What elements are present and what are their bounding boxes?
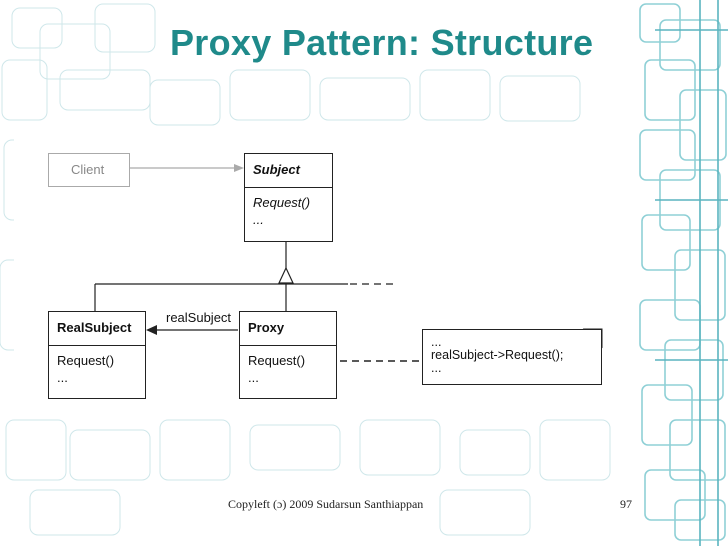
subject-op-request: Request(): [253, 195, 311, 210]
slide-title: Proxy Pattern: Structure: [170, 22, 594, 63]
note-line-3: ...: [431, 361, 442, 375]
proxy-op-request: Request(): [248, 353, 306, 368]
proxy-class-name: Proxy: [240, 312, 336, 346]
slide-footer: Copyleft (ɔ) 2009 Sudarsun Santhiappan: [228, 497, 424, 511]
realsubject-arrowhead: [146, 325, 157, 335]
proxy-op-ellipsis: ...: [248, 370, 259, 385]
page-number: 97: [620, 497, 632, 511]
realsubject-op-ellipsis: ...: [57, 370, 68, 385]
proxy-class: Proxy Request() ...: [239, 311, 337, 399]
realsubject-class: RealSubject Request() ...: [48, 311, 146, 399]
subject-class-name: Subject: [245, 154, 332, 188]
realsubject-association-label: realSubject: [166, 310, 232, 325]
proxy-note: ... realSubject->Request(); ...: [422, 329, 602, 385]
realsubject-class-name: RealSubject: [49, 312, 145, 346]
inheritance-triangle: [278, 266, 294, 284]
note-line-2: realSubject->Request();: [431, 348, 564, 362]
note-line-1: ...: [431, 335, 442, 349]
subject-class: Subject Request() ...: [244, 153, 333, 242]
client-subject-arrowhead: [234, 164, 244, 172]
subject-op-ellipsis: ...: [253, 212, 264, 227]
client-box: Client: [48, 153, 130, 187]
realsubject-op-request: Request(): [57, 353, 115, 368]
